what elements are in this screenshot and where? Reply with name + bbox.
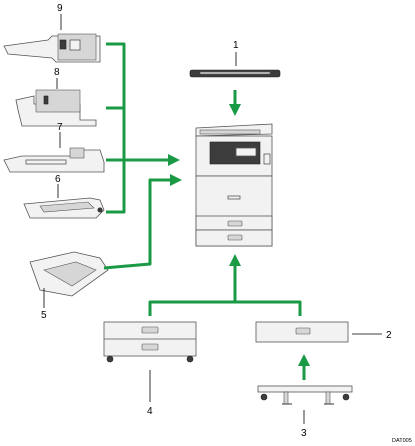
option-9-finisher [3,14,101,63]
callout-3: 3 [301,428,307,439]
option-5-tray [29,251,109,308]
callout-6: 6 [55,174,61,185]
callout-9: 9 [57,3,63,14]
callout-5: 5 [41,310,47,321]
callout-8: 8 [54,67,60,78]
option-1-top-unit [189,52,281,78]
main-machine [195,123,273,247]
option-3-caster-table [257,385,353,424]
option-7-bridge-unit [3,132,105,173]
callout-7: 7 [57,122,63,133]
callout-4: 4 [147,406,153,417]
option-4-paper-feed-unit-two-tray [103,321,197,402]
callout-1: 1 [233,40,239,51]
figure-code: DAT005 [392,438,412,444]
callout-2: 2 [386,330,392,341]
connector-arrows [103,42,310,380]
option-8-internal-finisher [15,78,97,127]
option-6-internal-tray [23,184,105,219]
option-2-paper-feed-unit-one-tray [255,321,382,343]
